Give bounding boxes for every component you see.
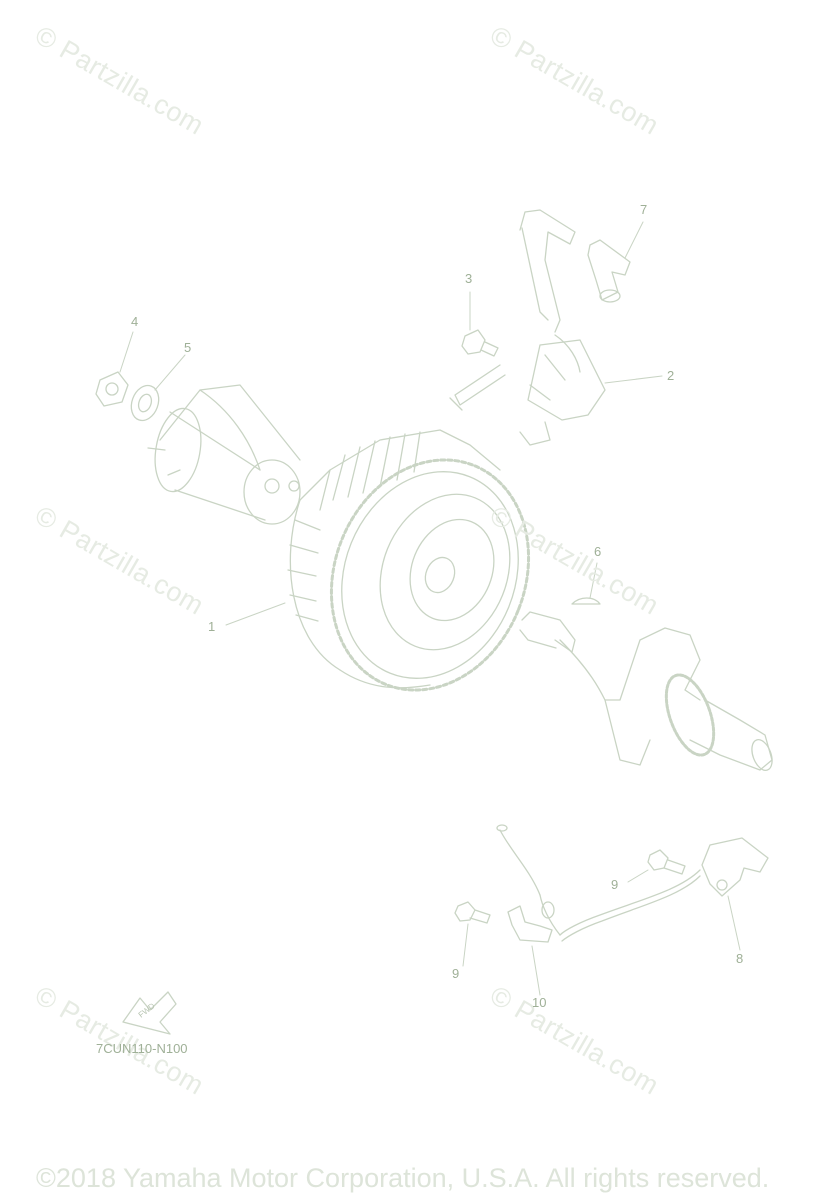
callout-2: 2: [667, 368, 675, 383]
stator: [147, 384, 301, 525]
ignition-coil: [449, 209, 606, 446]
callout-9-upper: 9: [611, 877, 619, 892]
callout-1: 1: [208, 619, 216, 634]
nut: [95, 371, 129, 407]
pulser-coil: [496, 824, 769, 942]
fwd-label: FWD: [137, 1001, 157, 1019]
copyright-notice: ©2018 Yamaha Motor Corporation, U.S.A. A…: [36, 1163, 770, 1193]
callout-10: 10: [532, 995, 547, 1010]
bolt-9-lower: [454, 901, 491, 924]
plug-cap: [587, 239, 631, 303]
callout-8: 8: [736, 951, 744, 966]
bracket: [507, 905, 553, 943]
callout-4: 4: [131, 314, 139, 329]
callout-5: 5: [184, 340, 192, 355]
callout-9-lower: 9: [452, 966, 460, 981]
callout-6: 6: [594, 544, 602, 559]
woodruff-key: [571, 597, 601, 605]
leader-lines: [119, 221, 741, 996]
flywheel-hub: [424, 556, 456, 594]
bolt-9-upper: [647, 849, 686, 875]
crankshaft: [519, 611, 773, 771]
callout-7: 7: [640, 202, 648, 217]
callout-3: 3: [465, 271, 473, 286]
flywheel: [287, 429, 531, 692]
bolt-3: [461, 329, 499, 357]
washer: [130, 384, 160, 422]
fwd-arrow-icon: [122, 991, 177, 1035]
flywheel-fins: [287, 431, 421, 622]
ring-gear: [329, 458, 531, 692]
diagram-code: 7CUN110-N100: [96, 1041, 188, 1056]
